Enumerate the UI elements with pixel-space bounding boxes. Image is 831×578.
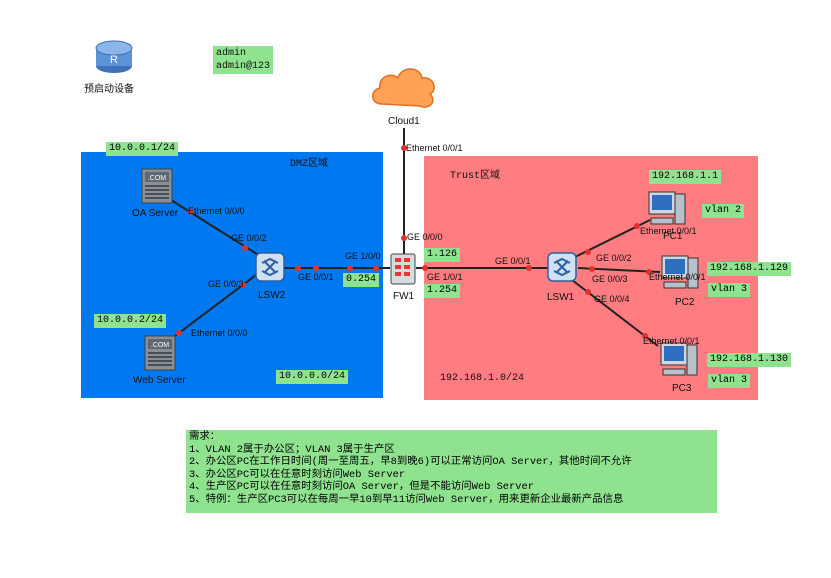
pc3-port-label: Ethernet 0/0/1 — [643, 336, 700, 346]
credentials-user: admin — [216, 48, 247, 59]
lsw1-port-fw: GE 0/0/1 — [495, 256, 531, 266]
lsw1-port-pc1: GE 0/0/2 — [596, 253, 632, 263]
router-icon: R — [95, 40, 133, 73]
lsw2-port-fw: GE 0/0/1 — [298, 272, 334, 282]
dmz-network-label: 10.0.0.0/24 — [276, 370, 349, 384]
requirement-item: 1、VLAN 2属于办公区；VLAN 3属于生产区 — [189, 443, 395, 456]
lsw2-port-oa: GE 0/0/2 — [231, 233, 267, 243]
firewall-icon — [390, 253, 416, 285]
fw1-port-cloud: GE 0/0/0 — [407, 232, 443, 242]
svg-text:.COM: .COM — [148, 175, 166, 182]
credentials-note: admin admin@123 — [213, 46, 274, 74]
requirement-item: 5、特例：生产区PC3可以在每周一早10到早11访问Web Server，用来更… — [189, 493, 624, 506]
server-icon: .COM — [144, 335, 176, 371]
cloud-icon — [372, 68, 435, 108]
lsw2-switch[interactable] — [254, 251, 286, 283]
dmz-zone-name: DMZ区域 — [290, 159, 329, 170]
pc3[interactable] — [657, 341, 701, 379]
cloud-device[interactable] — [368, 60, 440, 112]
trust-zone — [424, 156, 758, 400]
lsw1-port-pc3: GE 0/0/4 — [594, 294, 630, 304]
port-dots — [176, 145, 652, 339]
pc1-port-label: Ethernet 0/0/1 — [640, 226, 697, 236]
requirement-item: 2、办公区PC在工作日时间(周一至周五，早8到晚6)可以正常访问OA Serve… — [189, 456, 632, 469]
pc1-vlan: vlan 2 — [702, 204, 745, 218]
fw1-ip-cloud: 1.126 — [424, 248, 461, 262]
requirement-item: 3、办公区PC可以在任意时刻访问Web Server — [189, 468, 406, 481]
requirements-title: 需求： — [189, 431, 221, 443]
pc1-ip: 192.168.1.1 — [649, 170, 722, 184]
svg-text:.COM: .COM — [151, 342, 169, 349]
pc-icon — [648, 191, 686, 225]
router-device[interactable]: R — [93, 36, 135, 76]
switch-icon — [255, 252, 285, 282]
web-server[interactable]: .COM — [143, 334, 179, 372]
pc2-port-label: Ethernet 0/0/1 — [649, 272, 706, 282]
cloud-label: Cloud1 — [388, 116, 420, 127]
pc1-label: PC1 — [663, 231, 683, 242]
oa-server-ip: 10.0.0.1/24 — [106, 142, 179, 156]
lsw2-label: LSW2 — [258, 290, 286, 301]
fw1-ip-dmz: 0.254 — [343, 273, 380, 287]
pc-icon — [660, 342, 698, 376]
server-icon: .COM — [141, 168, 173, 204]
switch-icon — [547, 252, 577, 282]
lsw1-label: LSW1 — [547, 292, 575, 303]
lsw2-port-web: GE 0/0/3 — [208, 279, 244, 289]
pc2-label: PC2 — [675, 297, 695, 308]
pc-icon — [661, 255, 699, 289]
pc3-label: PC3 — [672, 383, 692, 394]
pc2-vlan: vlan 3 — [708, 283, 751, 297]
credentials-password: admin@123 — [216, 61, 271, 72]
requirements-note: 需求： 1、VLAN 2属于办公区；VLAN 3属于生产区 2、办公区PC在工作… — [186, 430, 717, 513]
oa-server[interactable]: .COM — [140, 167, 176, 205]
fw1-port-dmz: GE 1/0/0 — [345, 251, 381, 261]
trust-zone-name: Trust区域 — [450, 171, 501, 182]
fw1-port-trust: GE 1/0/1 — [427, 272, 463, 282]
lsw1-port-pc2: GE 0/0/3 — [592, 274, 628, 284]
router-label: 预启动设备 — [84, 84, 134, 95]
pc3-ip: 192.168.1.130 — [707, 353, 792, 367]
pc1[interactable] — [645, 190, 689, 228]
oa-server-port-label: Ethernet 0/0/0 — [188, 206, 245, 216]
web-server-label: Web Server — [133, 375, 186, 386]
dmz-zone — [81, 152, 383, 398]
fw1-label: FW1 — [393, 291, 415, 302]
pc2[interactable] — [658, 254, 702, 292]
pc3-vlan: vlan 3 — [708, 374, 751, 388]
web-server-port-label: Ethernet 0/0/0 — [191, 328, 248, 338]
oa-server-label: OA Server — [132, 208, 179, 219]
requirement-item: 4、生产区PC可以在任意时刻访问OA Server，但是不能访问Web Serv… — [189, 481, 534, 494]
fw1-ip-trust: 1.254 — [424, 284, 461, 298]
svg-text:R: R — [110, 54, 118, 66]
lsw1-switch[interactable] — [546, 251, 578, 283]
fw1-firewall[interactable] — [390, 253, 416, 285]
cloud-port-label: Ethernet 0/0/1 — [406, 143, 463, 153]
pc2-ip: 192.168.1.129 — [707, 262, 792, 276]
web-server-ip: 10.0.0.2/24 — [94, 314, 167, 328]
trust-network-label: 192.168.1.0/24 — [440, 373, 525, 384]
